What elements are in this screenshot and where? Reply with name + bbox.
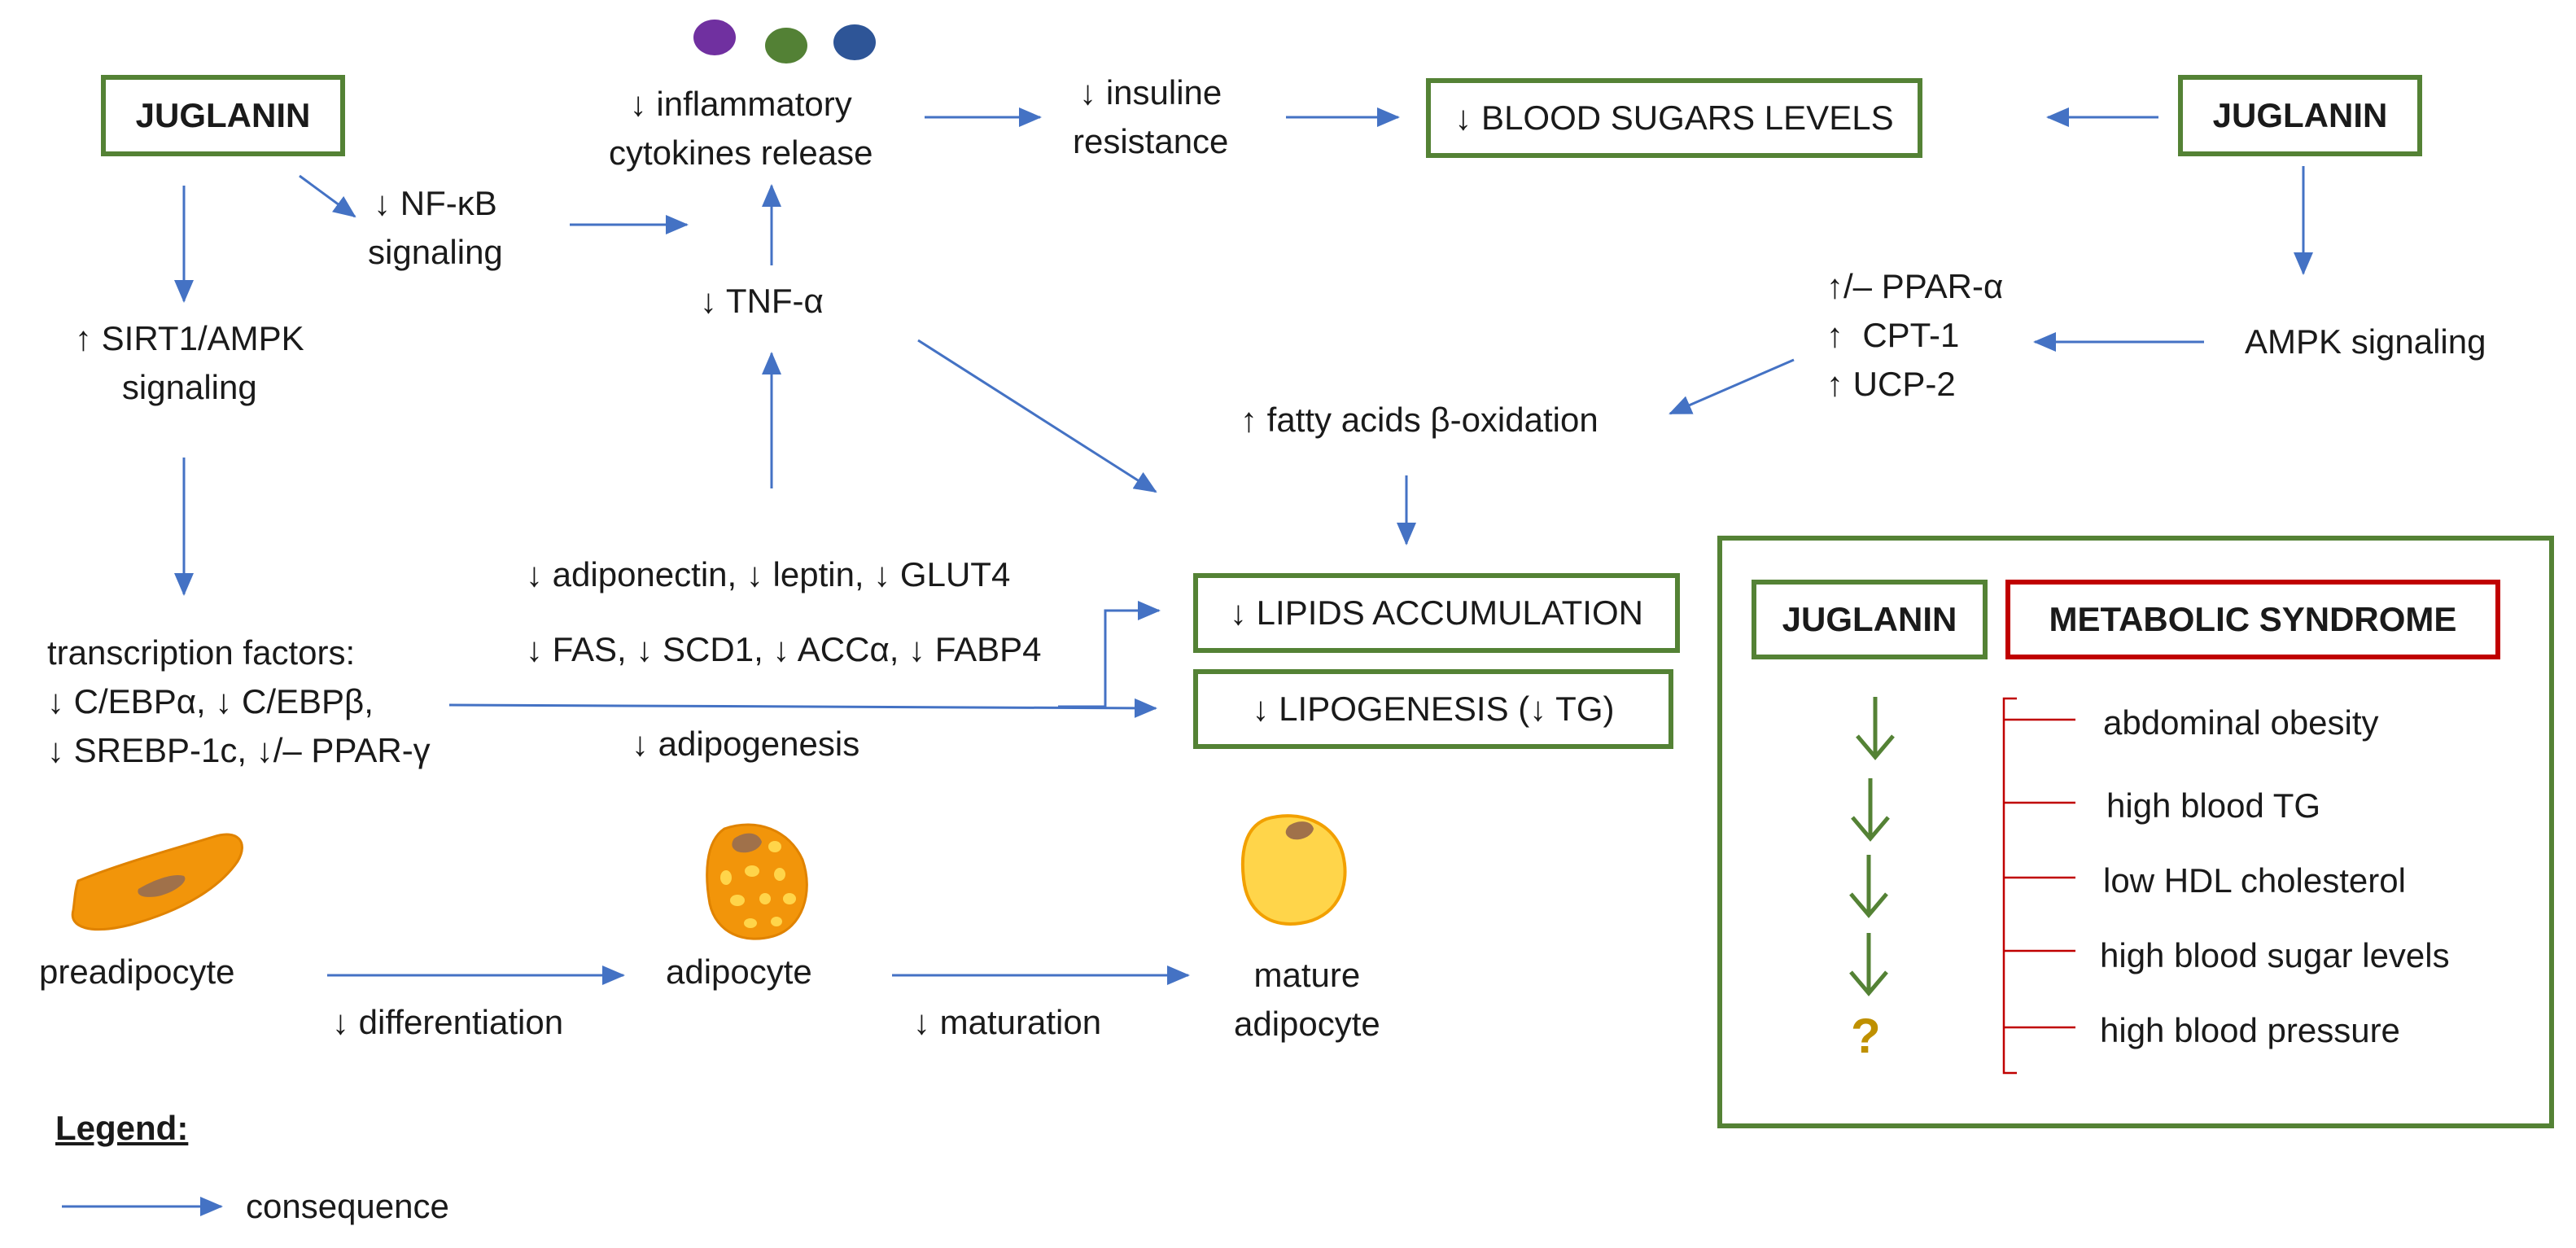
maturation-label: ↓ maturation <box>913 1003 1102 1041</box>
syndrome-item-abdominal-obesity: abdominal obesity <box>2103 703 2379 742</box>
arrow-tnf-to-lipids <box>917 339 1157 493</box>
insuline-resistance-text: ↓ insuline resistance <box>1073 73 1229 160</box>
juglanin-left-box: JUGLANIN <box>101 75 345 156</box>
mature-adipocyte-cell-image <box>1240 814 1347 926</box>
blood-sugars-box: ↓ BLOOD SUGARS LEVELS <box>1426 78 1922 158</box>
ampk-signaling-text: AMPK signaling <box>2245 322 2486 361</box>
metabolic-syndrome-panel <box>1717 536 2554 1128</box>
tnf-alpha-text: ↓ TNF-α <box>700 282 824 320</box>
adipocyte-cell-image <box>706 823 808 940</box>
inflammatory-cytokines-text: ↓ inflammatory cytokines release <box>609 85 873 172</box>
differentiation-label: ↓ differentiation <box>332 1003 564 1041</box>
cytokine-dot-purple <box>693 20 736 55</box>
panel-juglanin-box: JUGLANIN <box>1752 580 1988 659</box>
legend-consequence-label: consequence <box>246 1187 449 1225</box>
lipids-accumulation-box: ↓ LIPIDS ACCUMULATION <box>1193 573 1680 653</box>
syndrome-bracket <box>2002 697 2075 1075</box>
syndrome-item-high-blood-sugar: high blood sugar levels <box>2100 936 2450 974</box>
syndrome-item-high-blood-pressure: high blood pressure <box>2100 1011 2400 1049</box>
metabolic-syndrome-box: METABOLIC SYNDROME <box>2005 580 2500 659</box>
syndrome-item-high-blood-tg: high blood TG <box>2106 786 2321 825</box>
fatty-acids-oxidation-text: ↑ fatty acids β-oxidation <box>1240 401 1599 439</box>
question-mark-icon: ? <box>1851 1009 1881 1063</box>
transcription-factors-text: transcription factors: ↓ C/EBPα, ↓ C/EBP… <box>47 633 431 769</box>
preadipocyte-label: preadipocyte <box>39 952 235 991</box>
mature-adipocyte-label: mature adipocyte <box>1234 956 1380 1043</box>
arrow-transcription-to-lipids <box>1058 601 1161 708</box>
nfkb-signaling-text: ↓ NF-κB signaling <box>368 184 503 271</box>
adipocyte-label: adipocyte <box>666 952 812 991</box>
adipogenesis-text: ↓ adipogenesis <box>632 725 860 763</box>
arrow-juglanin-to-nfkb <box>299 174 356 218</box>
arrow-ppar-to-fatty-acids <box>1668 358 1795 415</box>
panel-down-arrows <box>1849 697 1895 996</box>
lipogenesis-box: ↓ LIPOGENESIS (↓ TG) <box>1193 669 1673 749</box>
adiponectin-leptin-glut4-text: ↓ adiponectin, ↓ leptin, ↓ GLUT4 <box>526 555 1011 593</box>
preadipocyte-cell-image <box>71 833 243 931</box>
sirt1-ampk-signaling-text: ↑ SIRT1/AMPK signaling <box>75 319 304 406</box>
ppar-cpt-ucp-text: ↑/– PPAR-α ↑ CPT-1 ↑ UCP-2 <box>1826 267 2004 403</box>
syndrome-item-low-hdl: low HDL cholesterol <box>2103 861 2406 900</box>
arrow-transcription-to-lipogenesis <box>448 698 1157 718</box>
cytokine-dot-green <box>765 28 807 63</box>
fas-scd1-acc-fabp4-text: ↓ FAS, ↓ SCD1, ↓ ACCα, ↓ FABP4 <box>526 630 1042 668</box>
legend-title: Legend: <box>55 1109 189 1147</box>
cytokine-dot-blue <box>833 24 876 60</box>
juglanin-right-box: JUGLANIN <box>2178 75 2422 156</box>
